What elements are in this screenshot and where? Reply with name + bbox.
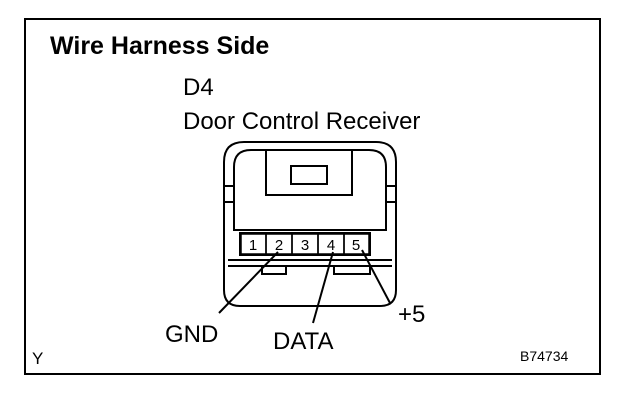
pin-1-label: 1 [249,237,257,254]
lead-data [312,251,334,324]
pin-2-label: 2 [275,237,283,254]
signal-power-label: +5 [398,301,426,328]
figure-code: B74734 [520,348,569,364]
connector-inner-housing [233,149,387,231]
connector-name: Door Control Receiver [183,108,421,135]
key-right [333,265,371,275]
notch-left [224,185,235,203]
pin-5-label: 5 [352,237,360,254]
signal-data-label: DATA [273,328,334,355]
lead-power [361,249,391,304]
lead-gnd [218,251,279,314]
latch-tab [290,165,328,185]
connector-code: D4 [183,74,214,101]
connector-housing [223,141,397,307]
pin-cells [240,233,370,255]
pin-3-label: 3 [301,237,309,254]
signal-gnd-label: GND [165,321,219,348]
terminal-block [239,232,371,256]
diagram-frame: Wire Harness Side D4 Door Control Receiv… [24,18,601,375]
notch-right [385,185,396,203]
pin-4-label: 4 [327,237,335,254]
corner-marker: Y [32,349,44,368]
diagram-title: Wire Harness Side [50,32,270,60]
key-left [261,265,287,275]
connector-drawing: 1 2 3 4 5 [218,141,397,324]
connector-latch [265,150,353,196]
